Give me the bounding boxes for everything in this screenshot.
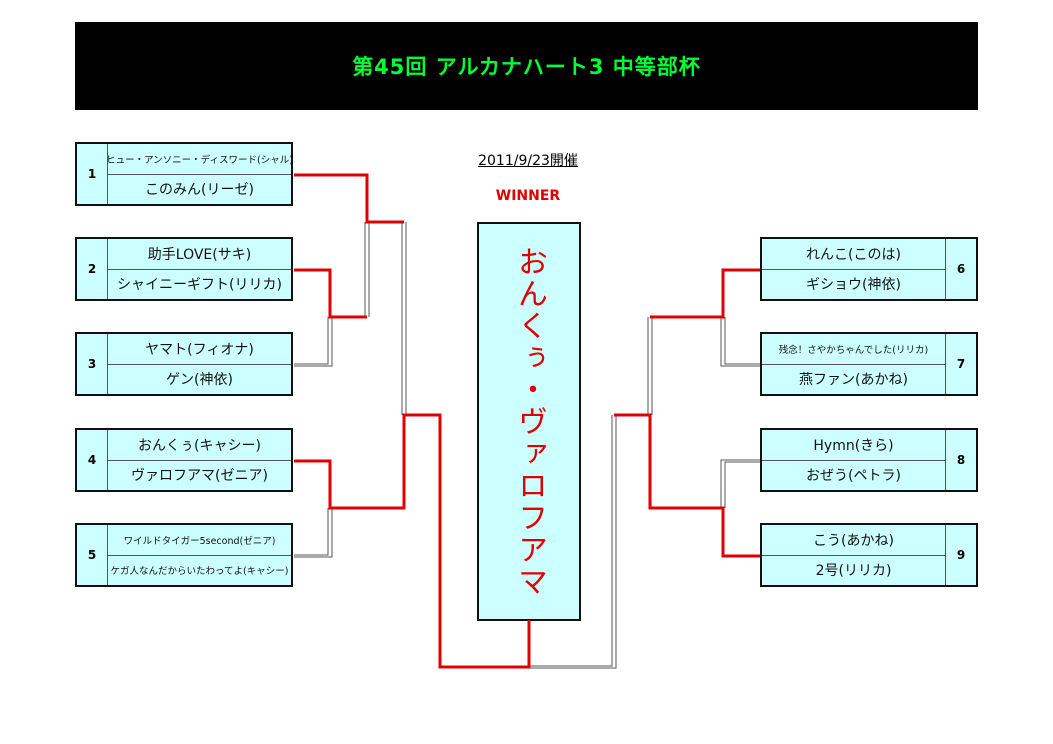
team-box-6: 6 れんこ(このは) ギショウ(神依) xyxy=(760,237,978,301)
team-box-7: 7 残念！さやかちゃんでした(リリカ) 燕ファン(あかね) xyxy=(760,332,978,396)
title-bar: 第45回 アルカナハート3 中等部杯 xyxy=(75,22,978,110)
player-name: ケガ人なんだからいたわってよ(キャシー) xyxy=(110,566,289,577)
tournament-title: 第45回 アルカナハート3 中等部杯 xyxy=(352,55,701,79)
win-line-box1 xyxy=(294,173,404,224)
player-name: ワイルドタイガー5second(ゼニア) xyxy=(108,525,291,556)
player-name: 助手LOVE(サキ) xyxy=(108,239,291,270)
player-name: ヒュー・アンソニー・ディスワード(シャル) xyxy=(106,144,293,175)
line-final-right xyxy=(529,415,613,667)
player-name: ヴァロフアマ(ゼニア) xyxy=(131,468,268,484)
event-date: 2011/9/23開催 xyxy=(478,153,578,169)
team-box-2: 2 助手LOVE(サキ) シャイニーギフト(リリカ) xyxy=(75,237,293,301)
player-name: ギショウ(神依) xyxy=(806,277,901,293)
seed-number: 4 xyxy=(77,430,108,490)
win-line-box4 xyxy=(294,413,531,669)
seed-number: 7 xyxy=(945,334,976,394)
player-name: 燕ファン(あかね) xyxy=(799,372,908,388)
seed-number: 6 xyxy=(945,239,976,299)
team-box-9: 9 こう(あかね) 2号(リリカ) xyxy=(760,523,978,587)
losing-lines xyxy=(294,222,760,669)
winner-box: おんくぅ・ヴァロフアマ xyxy=(477,222,581,621)
player-name: シャイニーギフト(リリカ) xyxy=(117,277,282,293)
seed-number: 3 xyxy=(77,334,108,394)
player-name: おんくぅ(キャシー) xyxy=(108,430,291,461)
player-name: ゲン(神依) xyxy=(166,372,233,388)
team-box-3: 3 ヤマト(フィオナ) ゲン(神依) xyxy=(75,332,293,396)
player-name: おぜう(ペトラ) xyxy=(806,468,901,484)
seed-number: 9 xyxy=(945,525,976,585)
win-line-box2 xyxy=(294,268,367,319)
team-box-1: 1 ヒュー・アンソニー・ディスワード(シャル) このみん(リーゼ) xyxy=(75,142,293,206)
team-box-5: 5 ワイルドタイガー5second(ゼニア) ケガ人なんだからいたわってよ(キャ… xyxy=(75,523,293,587)
player-name: こう(あかね) xyxy=(762,525,945,556)
line-box5 xyxy=(294,508,329,556)
winner-label: WINNER xyxy=(495,188,561,204)
line-box3 xyxy=(294,317,329,365)
player-name: ヤマト(フィオナ) xyxy=(108,334,291,365)
seed-number: 5 xyxy=(77,525,108,585)
winning-lines xyxy=(294,173,760,669)
player-name: れんこ(このは) xyxy=(762,239,945,270)
seed-number: 2 xyxy=(77,239,108,299)
player-name: 2号(リリカ) xyxy=(815,563,892,579)
line-box7 xyxy=(724,317,760,365)
player-name: このみん(リーゼ) xyxy=(145,182,254,198)
seed-number: 8 xyxy=(945,430,976,490)
team-box-4: 4 おんくぅ(キャシー) ヴァロフアマ(ゼニア) xyxy=(75,428,293,492)
seed-number: 1 xyxy=(77,144,108,204)
winner-name: おんくぅ・ヴァロフアマ xyxy=(512,245,547,598)
team-box-8: 8 Hymn(きら) おぜう(ペトラ) xyxy=(760,428,978,492)
win-line-box9 xyxy=(614,413,760,558)
player-name: Hymn(きら) xyxy=(762,430,945,461)
line-box8 xyxy=(720,459,760,508)
win-line-box6 xyxy=(650,268,760,319)
player-name: 残念！さやかちゃんでした(リリカ) xyxy=(762,334,945,365)
